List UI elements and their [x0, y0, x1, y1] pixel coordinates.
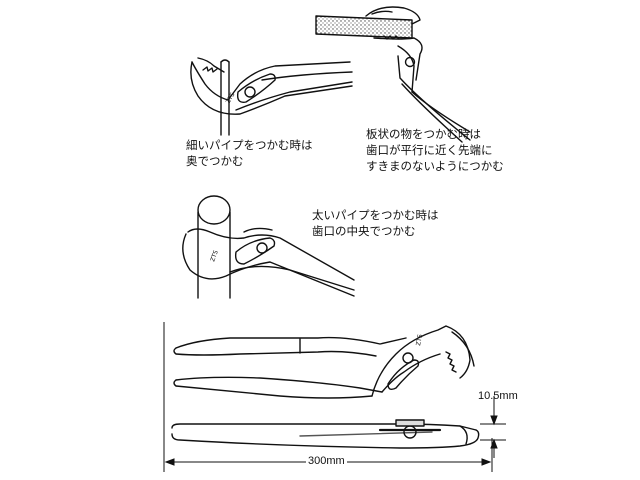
thick-pipe-caption: 太いパイプをつかむ時は 歯口の中央でつかむ [312, 207, 439, 239]
thickness-label: 10.5mm [478, 390, 518, 402]
plate-illustration [315, 6, 471, 143]
plate-caption-line1: 板状の物をつかむ時は [366, 127, 481, 141]
plate-caption-line3: すきまのないようにつかむ [366, 159, 504, 173]
pivot-bolt [402, 352, 414, 364]
pivot-bolt [256, 242, 268, 254]
thin-pipe-caption: 細いパイプをつかむ時は 奥でつかむ [186, 137, 313, 169]
plate-caption-line2: 歯口が平行に近く先端に [366, 143, 493, 157]
plate-caption: 板状の物をつかむ時は 歯口が平行に近く先端に すきまのないようにつかむ [366, 126, 504, 174]
pivot-bolt [244, 86, 256, 98]
slip-joint-slot [234, 237, 276, 265]
thin-pipe-caption-line2: 奥でつかむ [186, 154, 244, 168]
thin-pipe-illustration: ZTS [190, 57, 353, 136]
lower-jaw [182, 233, 355, 297]
thick-pipe-illustration: ZTS [182, 195, 355, 299]
upper-jaw-tip [365, 6, 421, 25]
lower-jaw [190, 61, 353, 115]
length-label: 300mm [306, 455, 347, 467]
jaw-body [371, 325, 471, 397]
upper-jaw [187, 228, 355, 281]
slip-joint-slot [236, 73, 276, 103]
slip-joint-slot [387, 359, 420, 391]
upper-jaw [191, 61, 351, 101]
svg-text:ZTS: ZTS [225, 91, 237, 105]
thick-pipe-caption-line2: 歯口の中央でつかむ [312, 224, 416, 238]
full-pliers-top-view: ZTS [173, 325, 475, 399]
dimension-lines [163, 322, 506, 472]
full-pliers-side-view [171, 419, 480, 449]
plate [315, 15, 413, 39]
pivot-bolt [404, 56, 416, 68]
thin-pipe-caption-line1: 細いパイプをつかむ時は [186, 138, 313, 152]
svg-text:ZTS: ZTS [415, 334, 424, 347]
svg-text:ZTS: ZTS [209, 249, 220, 262]
lower-jaw-tip [373, 37, 423, 81]
thick-pipe-caption-line1: 太いパイプをつかむ時は [312, 208, 439, 222]
